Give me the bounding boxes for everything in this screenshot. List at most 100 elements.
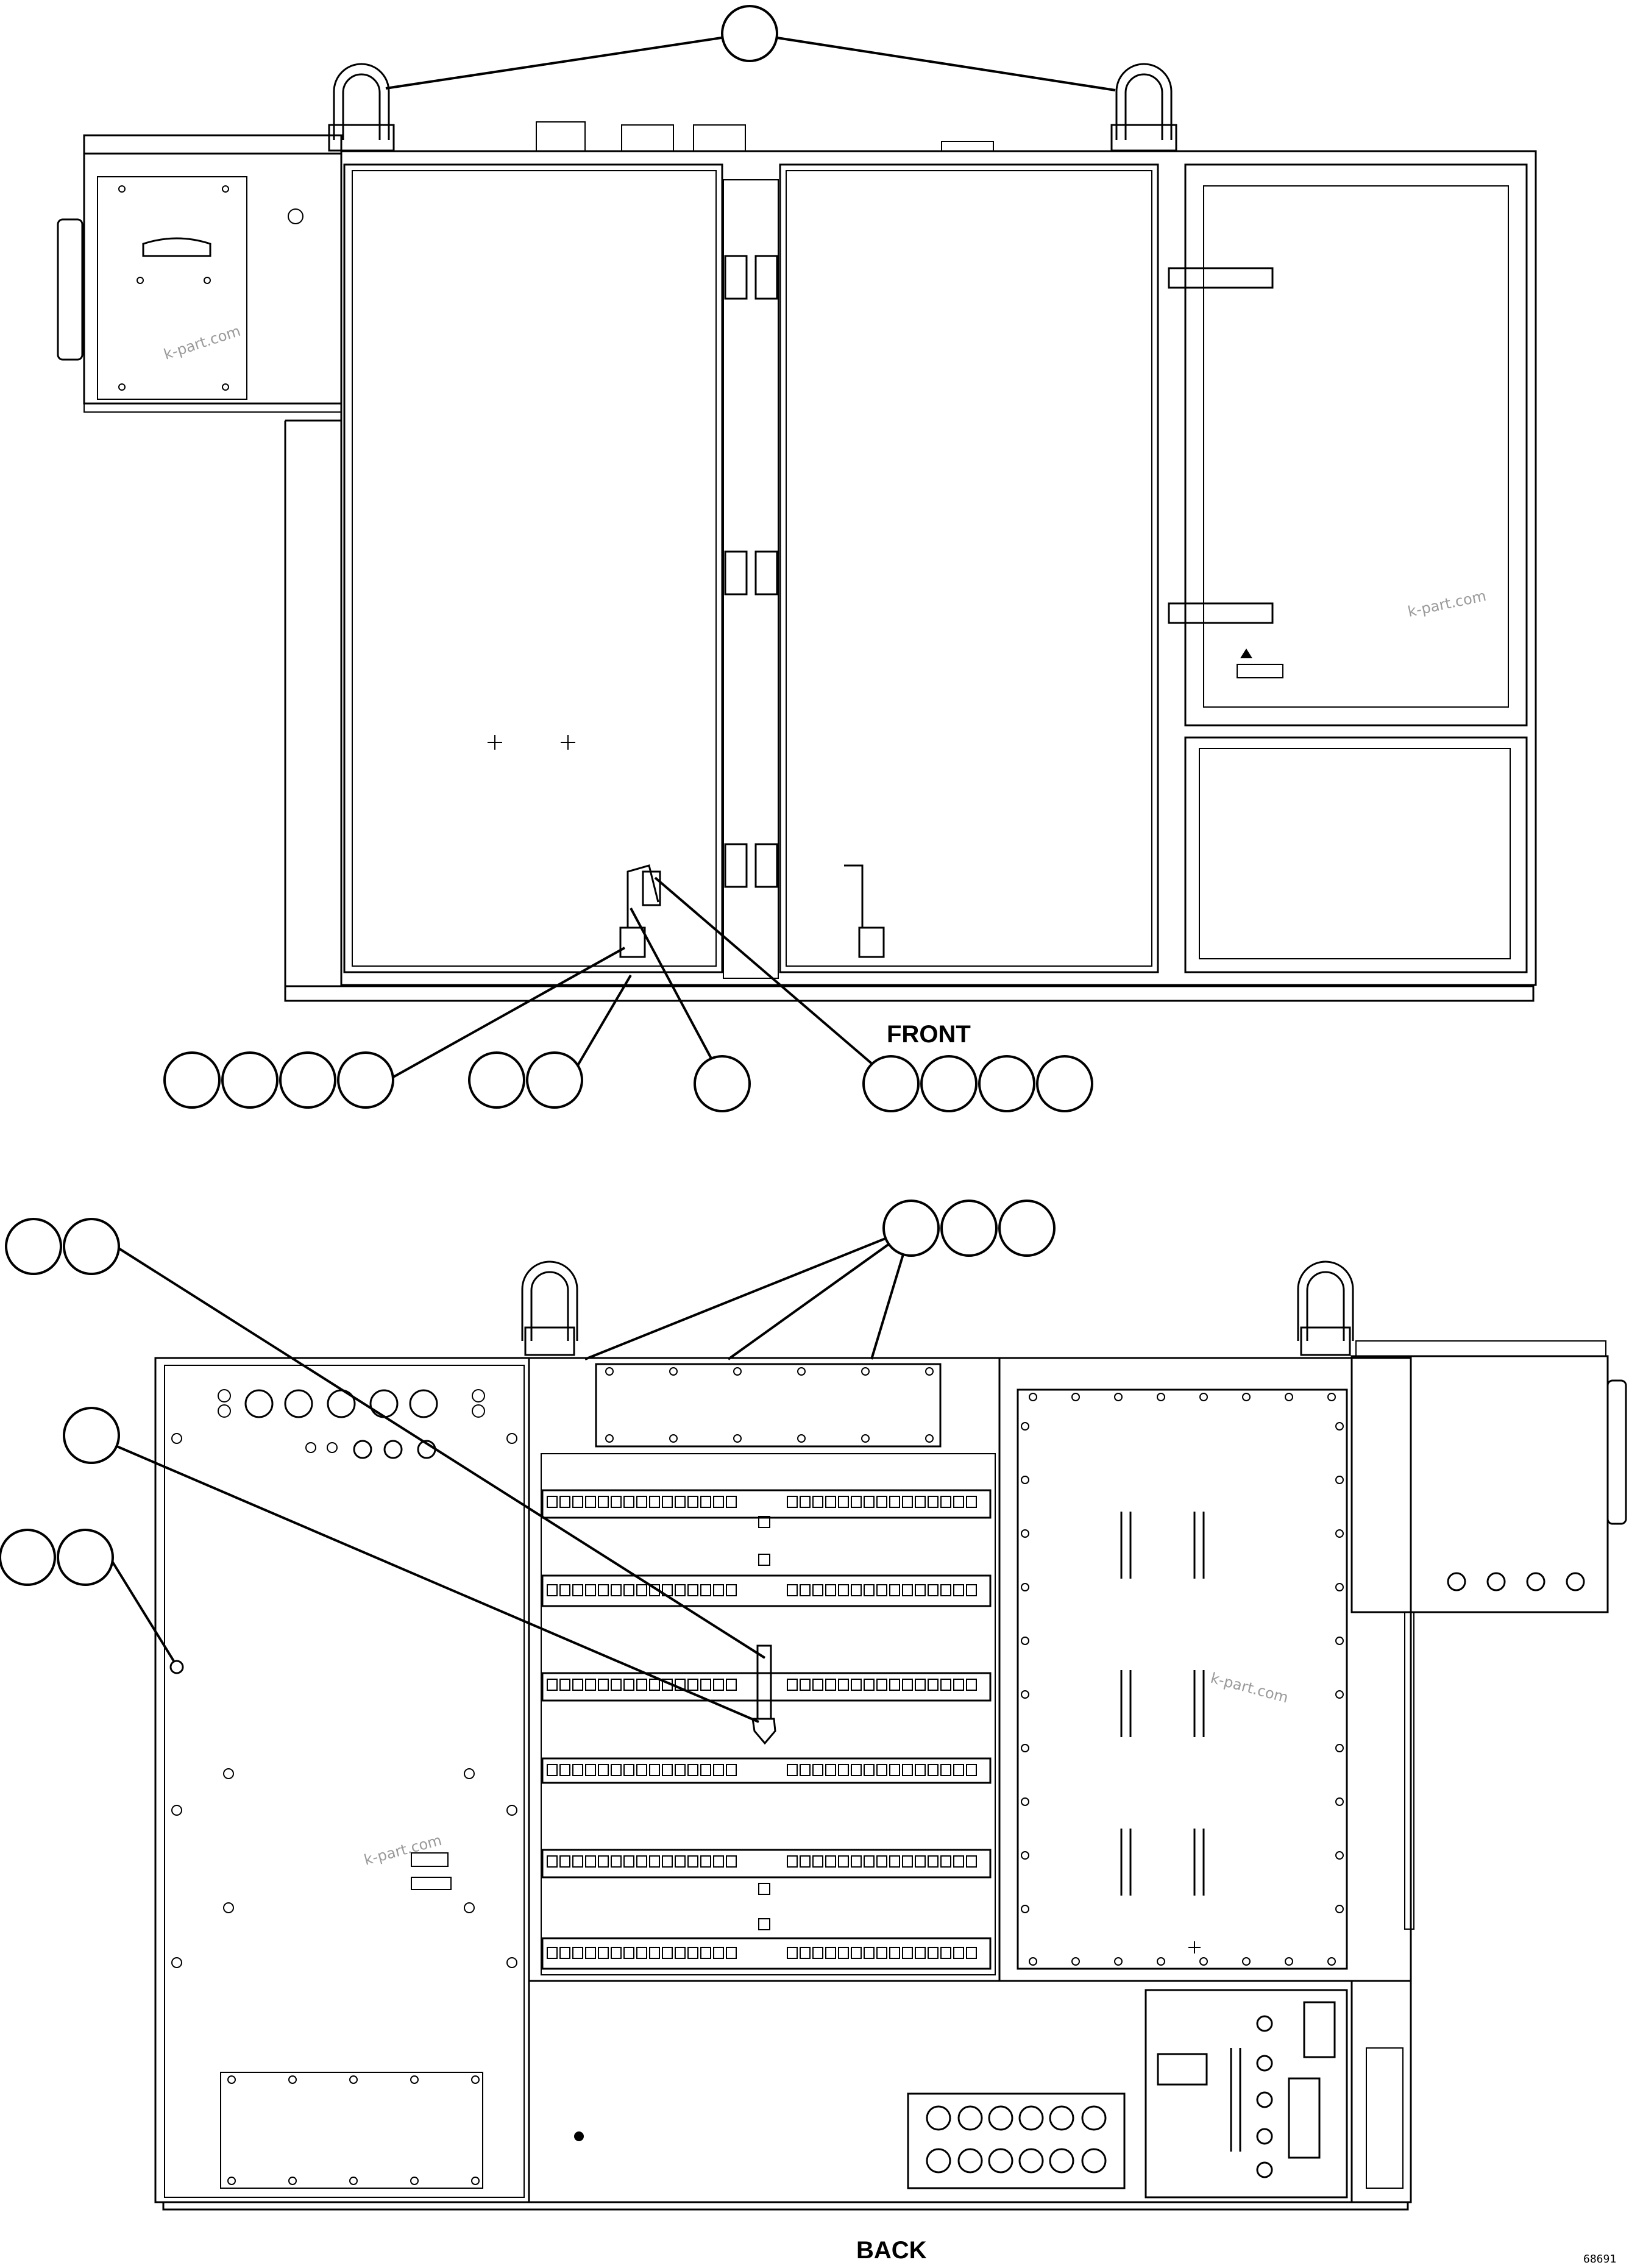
bolt-hole (1021, 1797, 1029, 1806)
bolt-hole (1029, 1393, 1037, 1401)
terminal-block (547, 1764, 558, 1776)
terminal-block (687, 1679, 698, 1691)
terminal-block (726, 1584, 737, 1596)
terminal-block (902, 1764, 913, 1776)
terminal-block (851, 1947, 862, 1959)
callout-bubble (998, 1200, 1056, 1257)
front-enclosure-outline (340, 150, 1537, 986)
callout-bubble (862, 1055, 920, 1112)
bolt-hole (1029, 1957, 1037, 1966)
terminal-block (800, 1679, 811, 1691)
terminal-block (966, 1764, 977, 1776)
leader-lines (91, 32, 1116, 1723)
terminal-block (713, 1764, 724, 1776)
bolt-hole (1021, 1422, 1029, 1431)
terminal-block (687, 1947, 698, 1959)
bolt-hole (227, 2075, 236, 2084)
front-latch-right (844, 864, 885, 958)
bolt-hole (733, 1434, 742, 1443)
bolt-hole (1114, 1957, 1123, 1966)
bolt-hole (861, 1367, 870, 1376)
bolt-hole (222, 383, 229, 391)
terminal-block (915, 1679, 926, 1691)
bolt-hole (797, 1367, 806, 1376)
terminal-block (787, 1855, 798, 1868)
terminal-block (812, 1584, 823, 1596)
terminal-block (864, 1679, 875, 1691)
terminal-block (889, 1679, 900, 1691)
terminal-block (787, 1947, 798, 1959)
terminal-block (623, 1584, 634, 1596)
terminal-block (864, 1764, 875, 1776)
terminal-block (876, 1947, 887, 1959)
bolt-hole (118, 383, 126, 391)
bolt-hole (1199, 1957, 1208, 1966)
terminal-block (585, 1947, 596, 1959)
terminal-block (662, 1496, 673, 1508)
terminal-block (598, 1764, 609, 1776)
callout-bubble (920, 1055, 978, 1112)
bolt-hole (288, 2177, 297, 2185)
front-center-mullion (723, 179, 779, 979)
bolt-hole (137, 277, 144, 284)
terminal-block (928, 1764, 939, 1776)
terminal-block (675, 1764, 686, 1776)
terminal-block (675, 1855, 686, 1868)
terminal-block (649, 1855, 660, 1868)
terminal-block (649, 1496, 660, 1508)
bolt-hole (1071, 1957, 1080, 1966)
bolt-hole (288, 2075, 297, 2084)
terminal-block (800, 1855, 811, 1868)
terminal-block (636, 1764, 647, 1776)
terminal-block (623, 1947, 634, 1959)
bolt-hole (1021, 1476, 1029, 1484)
bolt-hole (171, 1957, 182, 1968)
terminal-block (598, 1584, 609, 1596)
terminal-block (940, 1764, 951, 1776)
terminal-block (825, 1496, 836, 1508)
callout-bubble (882, 1200, 940, 1257)
terminal-block (825, 1679, 836, 1691)
back-connector-plate (574, 2092, 1126, 2189)
terminal-block (559, 1584, 570, 1596)
callout-bubble (221, 1051, 279, 1109)
terminal-block (889, 1764, 900, 1776)
back-right-side-box (1350, 1340, 1627, 1930)
bolt-hole (669, 1434, 678, 1443)
terminal-block (585, 1496, 596, 1508)
terminal-block (787, 1764, 798, 1776)
front-right-door (779, 163, 1159, 973)
terminal-block (800, 1947, 811, 1959)
bolt-hole (410, 2075, 419, 2084)
bolt-hole (1335, 1744, 1344, 1752)
terminal-block (585, 1764, 596, 1776)
terminal-block (915, 1584, 926, 1596)
terminal-block (572, 1947, 583, 1959)
terminal-block (700, 1496, 711, 1508)
top-box-3 (693, 124, 746, 152)
terminal-block (800, 1584, 811, 1596)
terminal-block (623, 1496, 634, 1508)
terminal-block (649, 1679, 660, 1691)
bolt-hole (733, 1367, 742, 1376)
terminal-block (547, 1679, 558, 1691)
terminal-block (953, 1584, 964, 1596)
front-lifting-eye-left (328, 63, 395, 152)
bolt-hole (925, 1367, 934, 1376)
terminal-block (611, 1496, 622, 1508)
bolt-hole (605, 1367, 614, 1376)
watermark-front-left: k-part.com (161, 322, 243, 363)
terminal-block (864, 1947, 875, 1959)
back-bottom-right-compartment (1145, 1989, 1404, 2199)
terminal-block (787, 1679, 798, 1691)
bolt-hole (1285, 1393, 1293, 1401)
back-lifting-eye-right (1297, 1260, 1354, 1356)
bolt-hole (1335, 1476, 1344, 1484)
back-center-top-plate (595, 1363, 942, 1448)
terminal-block (559, 1679, 570, 1691)
bolt-hole (1285, 1957, 1293, 1966)
watermark-front-right: k-part.com (1406, 587, 1488, 620)
bolt-hole (861, 1434, 870, 1443)
back-right-access-panel: k-part.com (1017, 1388, 1348, 1970)
terminal-block (700, 1947, 711, 1959)
